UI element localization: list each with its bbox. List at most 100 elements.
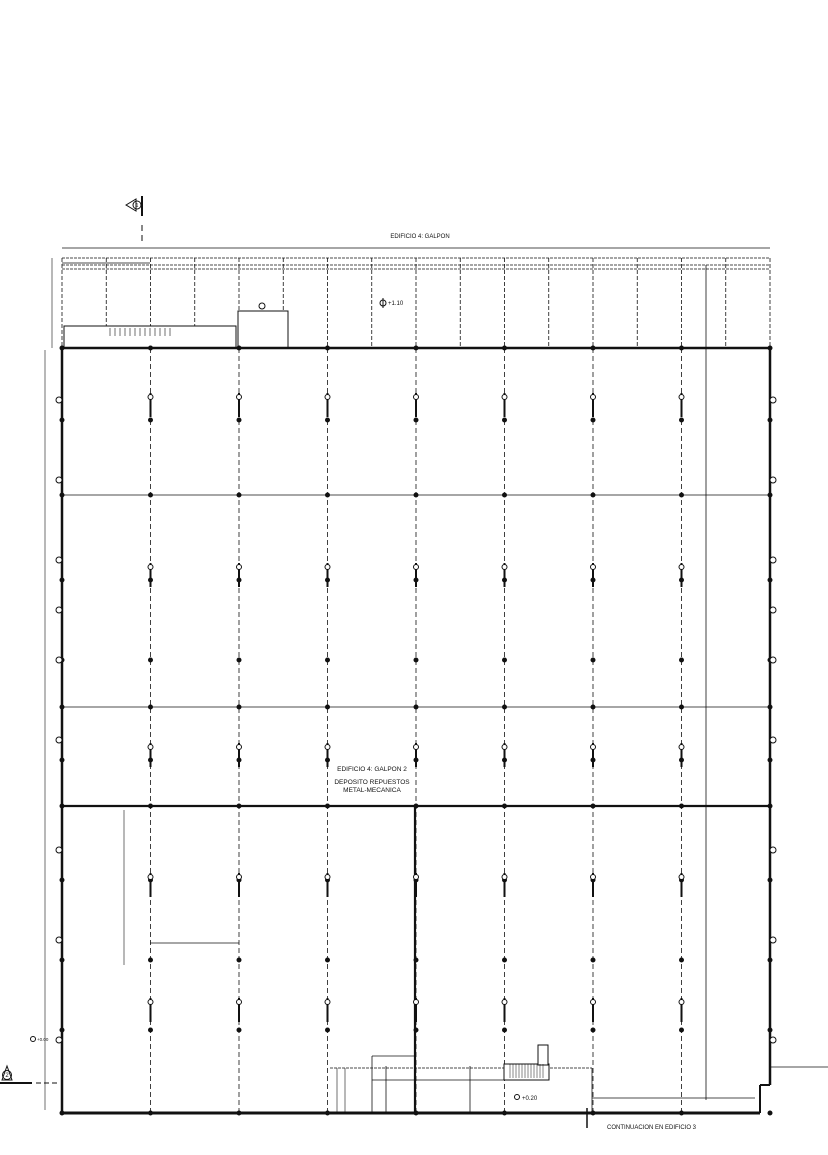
grid-bubble [769, 846, 777, 854]
column [679, 492, 684, 498]
grid-bubble [147, 874, 154, 880]
column [148, 1027, 153, 1033]
section-marker-1: 1 [125, 196, 143, 245]
grid-bubble [590, 564, 596, 570]
column [413, 957, 419, 963]
column [413, 803, 419, 809]
column [502, 1110, 507, 1116]
column [679, 345, 684, 351]
grid-bubble [324, 744, 331, 750]
grid-bubble [501, 394, 508, 400]
grid-bubble [55, 936, 63, 944]
grid-bubble [236, 394, 242, 400]
column [679, 704, 684, 710]
column [590, 345, 596, 351]
column [236, 803, 242, 809]
column [502, 1027, 507, 1033]
grid-bubble [678, 564, 685, 570]
room-use-line-1: DEPOSITO REPUESTOS [334, 779, 410, 786]
column [679, 657, 684, 663]
grid-bubble [769, 476, 777, 484]
grid-bubble [590, 744, 596, 750]
level-marker-canopy: +1.10 [379, 298, 404, 308]
column [236, 957, 242, 963]
column [413, 1027, 419, 1033]
grid-bubble [769, 606, 777, 614]
column [59, 577, 65, 583]
column [59, 417, 65, 423]
column [767, 803, 773, 809]
grid-bubble [324, 874, 331, 880]
column [59, 803, 65, 809]
column [767, 1027, 773, 1033]
grid-bubble [55, 476, 63, 484]
column [502, 957, 507, 963]
column [679, 1110, 684, 1116]
grid-bubble [769, 736, 777, 744]
column [767, 1110, 773, 1116]
column [59, 957, 65, 963]
column [148, 417, 153, 423]
grid-bubble [236, 874, 242, 880]
grid-bubble [55, 606, 63, 614]
grid-bubble [55, 556, 63, 564]
level-marker-ground: +0.00 [30, 1036, 49, 1042]
column [325, 657, 330, 663]
column [236, 417, 242, 423]
column [413, 704, 419, 710]
grid-bubble [501, 744, 508, 750]
column [590, 417, 596, 423]
column [148, 803, 153, 809]
column [59, 757, 65, 763]
level-marker-interior: +0.20 [514, 1094, 538, 1102]
grid-bubble [769, 656, 777, 664]
column [767, 345, 773, 351]
column [590, 704, 596, 710]
grid-bubble [501, 874, 508, 880]
grid-bubble [55, 736, 63, 744]
column [325, 957, 330, 963]
room-title: EDIFICIO 4: GALPON 2 [337, 766, 407, 773]
grid-bubble [55, 846, 63, 854]
column [325, 1110, 330, 1116]
drawing-title: EDIFICIO 4: GALPON [390, 234, 449, 240]
column [325, 417, 330, 423]
grid-bubble [769, 1036, 777, 1044]
column [590, 1027, 596, 1033]
column [236, 492, 242, 498]
grid-bubble [55, 396, 63, 404]
interior-level: +0.20 [522, 1096, 538, 1102]
grid-bubble [413, 394, 419, 400]
structural-grid [44, 247, 828, 1128]
column [148, 1110, 153, 1116]
column [767, 577, 773, 583]
grid-bubble [501, 564, 508, 570]
column [236, 345, 242, 351]
grid-bubble [147, 744, 154, 750]
continuation-note: CONTINUACION EN EDIFICIO 3 [607, 1125, 697, 1131]
column [59, 1027, 65, 1033]
column [502, 417, 507, 423]
column [413, 492, 419, 498]
grid-bubble [590, 999, 596, 1005]
column [502, 492, 507, 498]
column [590, 803, 596, 809]
grid-bubble [678, 874, 685, 880]
column [413, 657, 419, 663]
stair [503, 1063, 550, 1081]
column [59, 877, 65, 883]
column [502, 803, 507, 809]
column [679, 803, 684, 809]
column [502, 657, 507, 663]
column [236, 1027, 242, 1033]
grid-bubble [147, 999, 154, 1005]
column [767, 877, 773, 883]
column [325, 492, 330, 498]
grid-bubble [590, 394, 596, 400]
grid-bubble [236, 744, 242, 750]
column [325, 345, 330, 351]
ground-level: +0.00 [37, 1037, 49, 1042]
grid-bubble [769, 556, 777, 564]
column [59, 704, 65, 710]
